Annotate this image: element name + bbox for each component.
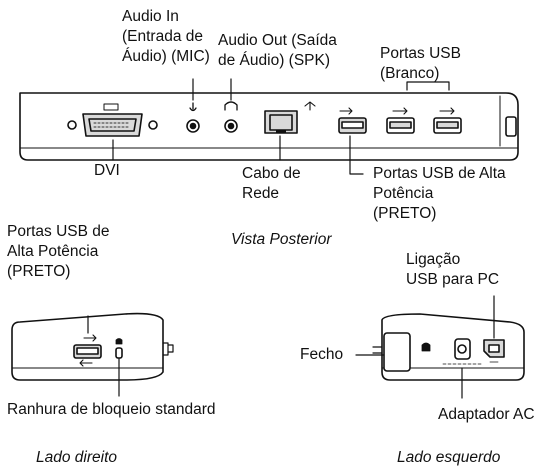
rj45-port [264,101,316,134]
left-side-device-body [355,295,525,399]
usb-white-port-1 [386,107,415,134]
dvi-port [67,103,158,137]
right-usb-high-power-label: Portas USB de Alta Potência (PRETO) [7,223,110,280]
usb-white-label: Portas USB (Branco) [380,45,461,82]
left-side-caption: Lado esquerdo [397,449,501,466]
rear-view-caption: Vista Posterior [231,231,332,248]
latch-label: Fecho [300,346,344,363]
usb-high-power-label: Portas USB de Alta Potência (PRETO) [373,165,506,222]
lock-slot-label: Ranhura de bloqueio standard [7,401,216,418]
mic-jack [186,102,200,133]
usb-white-port-2 [433,107,462,134]
speaker-jack [224,101,238,133]
right-side-device-body [11,312,174,397]
audio-in-label: Audio In (Entrada de Áudio) (MIC) [122,8,210,65]
right-side-caption: Lado direito [36,449,118,466]
network-label: Cabo de Rede [242,165,301,202]
ac-adapter-label: Adaptador AC [438,406,535,423]
usb-pc-label: Ligação USB para PC [406,251,500,288]
usb-black-port [338,107,367,134]
rear-leader-lines [112,78,450,175]
dvi-label: DVI [94,162,120,179]
audio-out-label: Audio Out (Saída de Áudio) (SPK) [218,32,337,69]
